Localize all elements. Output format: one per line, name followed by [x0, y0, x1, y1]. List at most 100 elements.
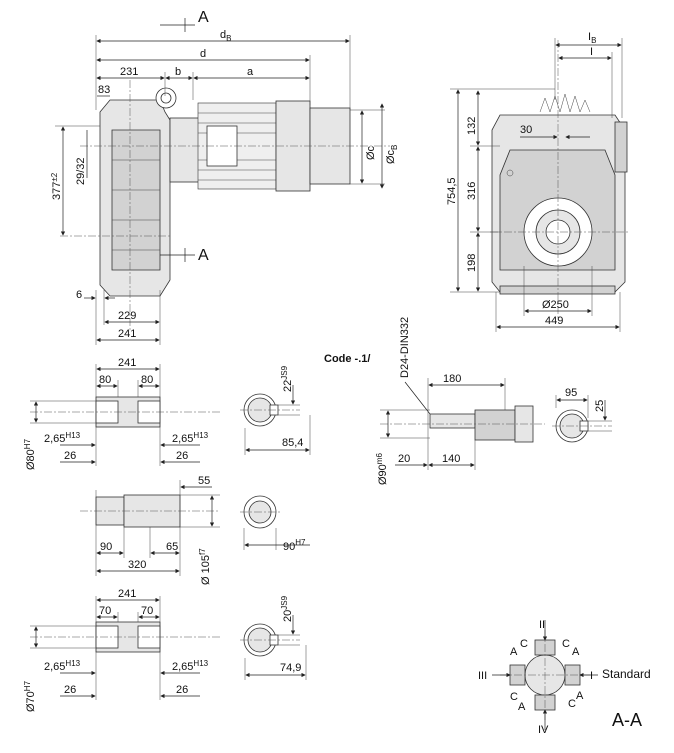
svg-text:377±2: 377±2: [50, 172, 63, 200]
ss-180: 180: [443, 373, 461, 385]
solid-shaft: Code -.1/ D24-DIN332 180 20 140 Ø90m6 95…: [324, 317, 612, 485]
hs80-dim-80b: 80: [141, 374, 153, 386]
ss-dia-tol: m6: [375, 453, 384, 465]
ss-20: 20: [398, 453, 410, 465]
hs80-265a: 2,65: [44, 433, 65, 445]
shrink-disc: 55 90 65 320 Ø 105f7 90H7: [80, 475, 310, 585]
hs70-dim-241: 241: [118, 588, 136, 600]
sd-320: 320: [128, 559, 146, 571]
svg-text:Ø90m6: Ø90m6: [375, 453, 389, 485]
section-mark-top: A: [198, 9, 209, 26]
hs70-749: 74,9: [280, 662, 301, 674]
svg-text:Ø 105f7: Ø 105f7: [198, 548, 212, 585]
dim-132: 132: [466, 117, 478, 135]
dim-d: d: [200, 48, 206, 60]
dim-316: 316: [466, 182, 478, 200]
hs70-bore-tol: H7: [23, 680, 32, 691]
dim-dB-sub: B: [226, 34, 231, 43]
dim-377: 377: [51, 182, 63, 200]
pos-II: II: [539, 619, 545, 631]
dim-6: 6: [76, 289, 82, 301]
hs80-dim-241: 241: [118, 357, 136, 369]
ss-95: 95: [565, 387, 577, 399]
sd-90b: 90: [283, 541, 295, 553]
dim-83: 83: [98, 84, 110, 96]
svg-text:2,65H13: 2,65H13: [172, 431, 209, 445]
hs80-265b: 2,65: [172, 433, 193, 445]
ss-140: 140: [442, 453, 460, 465]
side-view: A A dB d 231 b a 83 Øc ØcB 377±2: [50, 9, 399, 345]
label-c3: C: [510, 691, 518, 703]
dim-I: I: [590, 46, 593, 58]
dim-241-side: 241: [118, 328, 136, 340]
dim-231: 231: [120, 66, 138, 78]
dim-198: 198: [466, 254, 478, 272]
hs70-265b-tol: H13: [193, 659, 208, 668]
hs80-dim-80a: 80: [99, 374, 111, 386]
hs70-dim-70a: 70: [99, 605, 111, 617]
pos-I: I: [590, 670, 593, 682]
label-c2: C: [562, 638, 570, 650]
dim-377-tol: ±2: [50, 172, 59, 181]
dim-449: 449: [545, 315, 563, 327]
dim-IB-sub: B: [591, 36, 596, 45]
dim-cB: Øc: [385, 149, 397, 164]
svg-text:Ø80H7: Ø80H7: [23, 438, 37, 470]
svg-text:90H7: 90H7: [283, 538, 306, 553]
dim-a: a: [247, 66, 254, 78]
label-a1: A: [510, 646, 518, 658]
spline-label: D24-DIN332: [399, 317, 411, 378]
dim-29-32: 29/32: [75, 157, 87, 185]
hs70-bore: Ø70: [25, 691, 37, 712]
ss-25: 25: [594, 400, 606, 412]
pos-IV: IV: [538, 724, 549, 736]
label-c1: C: [520, 638, 528, 650]
hollow-shaft-80: 241 80 80 Ø80H7 2,65H13 2,65H13 26 26 22…: [23, 357, 311, 470]
svg-text:ØcB: ØcB: [385, 145, 399, 164]
section-mark-bottom: A: [198, 247, 209, 264]
svg-text:22JS9: 22JS9: [280, 365, 294, 392]
svg-text:Ø70H7: Ø70H7: [23, 680, 37, 712]
label-a3: A: [518, 701, 526, 713]
svg-text:dB: dB: [220, 29, 231, 43]
hs70-26b: 26: [176, 684, 188, 696]
hs70-dim-70b: 70: [141, 605, 153, 617]
mounting-diagram: II IV III I A C C A C A C A Standard A-A: [478, 619, 651, 736]
svg-text:2,65H13: 2,65H13: [44, 659, 81, 673]
svg-text:2,65H13: 2,65H13: [172, 659, 209, 673]
dim-cB-sub: B: [390, 145, 399, 150]
ss-dia: Ø90: [377, 464, 389, 485]
sd-105-tol: f7: [198, 548, 207, 555]
hs80-26b: 26: [176, 450, 188, 462]
hs80-26a: 26: [64, 450, 76, 462]
hs70-key-tol: JS9: [280, 595, 289, 609]
label-c4: C: [568, 698, 576, 710]
dim-IB: I: [588, 31, 591, 43]
code-label: Code -.1/: [324, 353, 370, 365]
hs70-26a: 26: [64, 684, 76, 696]
section-title: A-A: [612, 710, 642, 730]
hs80-bore-tol: H7: [23, 438, 32, 449]
hs80-bore: Ø80: [25, 449, 37, 470]
pos-III: III: [478, 670, 487, 682]
hs70-265a: 2,65: [44, 661, 65, 673]
sd-90b-tol: H7: [295, 538, 306, 547]
sd-90: 90: [100, 541, 112, 553]
hs80-265b-tol: H13: [193, 431, 208, 440]
hs70-265a-tol: H13: [65, 659, 80, 668]
hs80-265a-tol: H13: [65, 431, 80, 440]
dim-b: b: [175, 66, 181, 78]
front-view: IB I 754,5 132 316 198 30 Ø250 449: [446, 31, 630, 332]
hs80-key-tol: JS9: [280, 365, 289, 379]
hs80-854: 85,4: [282, 437, 303, 449]
dim-754: 754,5: [446, 177, 458, 205]
dim-229: 229: [118, 310, 136, 322]
dim-c: Øc: [365, 145, 377, 160]
hs70-key: 20: [282, 610, 294, 622]
dim-250: Ø250: [542, 299, 569, 311]
sd-55: 55: [198, 475, 210, 487]
dim-30: 30: [520, 124, 532, 136]
standard-label: Standard: [602, 667, 651, 681]
hollow-shaft-70: 241 70 70 Ø70H7 2,65H13 2,65H13 26 26 20…: [23, 588, 307, 712]
